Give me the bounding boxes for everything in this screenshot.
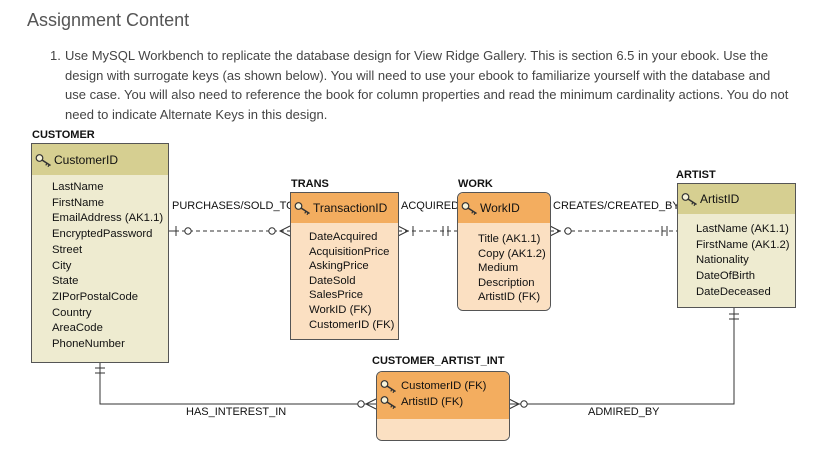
entity-customer: CustomerID LastName FirstName EmailAddre… bbox=[31, 143, 169, 363]
entity-customer-artist-int: CustomerID (FK) ArtistID (FK) bbox=[376, 371, 510, 441]
attribute-item: FirstName (AK1.2) bbox=[696, 238, 790, 251]
attribute-item: DateSold bbox=[309, 274, 356, 287]
key-icon bbox=[35, 153, 53, 167]
attribute-list: Title (AK1.1) Copy (AK1.2) Medium Descri… bbox=[458, 223, 550, 310]
attribute-item: PhoneNumber bbox=[52, 338, 125, 351]
primary-key-label: WorkID bbox=[480, 201, 520, 215]
key-icon bbox=[461, 201, 479, 215]
key-icon bbox=[681, 192, 699, 206]
relationship-purchases-sold-to: PURCHASES/SOLD_TO bbox=[172, 200, 295, 212]
entity-header: CustomerID (FK) ArtistID (FK) bbox=[377, 372, 509, 420]
attribute-item: Nationality bbox=[696, 254, 749, 267]
instruction-item: 1. Use MySQL Workbench to replicate the … bbox=[50, 46, 790, 124]
entity-name-customer-artist-int: CUSTOMER_ARTIST_INT bbox=[372, 355, 505, 367]
page-heading: Assignment Content bbox=[27, 10, 190, 30]
attribute-item: LastName bbox=[52, 181, 104, 193]
entity-header: WorkID bbox=[458, 193, 550, 224]
relationship-acquired: ACQUIRED bbox=[401, 200, 460, 212]
primary-key-label: TransactionID bbox=[313, 201, 388, 215]
entity-header: TransactionID bbox=[291, 193, 398, 224]
attribute-item: Country bbox=[52, 306, 92, 319]
attribute-item: ZIPorPostalCode bbox=[52, 290, 139, 303]
attribute-item: EmailAddress (AK1.1) bbox=[52, 212, 164, 225]
primary-key-label: ArtistID (FK) bbox=[401, 396, 464, 408]
has-interest-line bbox=[99, 362, 376, 405]
relationship-creates-created-by: CREATES/CREATED_BY bbox=[553, 200, 680, 212]
attribute-item: Street bbox=[52, 243, 83, 256]
entity-header: CustomerID bbox=[32, 144, 168, 176]
key-icon bbox=[380, 379, 398, 393]
primary-key-label: CustomerID bbox=[54, 152, 119, 167]
attribute-item: AskingPrice bbox=[309, 260, 369, 273]
entity-name-trans: TRANS bbox=[291, 178, 329, 190]
key-icon bbox=[294, 201, 312, 215]
relationship-admired-by: ADMIRED_BY bbox=[588, 406, 660, 418]
attribute-item: Title (AK1.1) bbox=[478, 233, 541, 245]
attribute-item: DateDeceased bbox=[696, 285, 771, 298]
attribute-item: State bbox=[52, 275, 79, 288]
attribute-item: ArtistID (FK) bbox=[478, 291, 541, 304]
entity-trans: TransactionID DateAcquired AcquisitionPr… bbox=[290, 192, 399, 340]
entity-name-work: WORK bbox=[458, 178, 493, 190]
attribute-list: LastName (AK1.1) FirstName (AK1.2) Natio… bbox=[678, 214, 795, 307]
attribute-item: FirstName bbox=[52, 196, 105, 209]
attribute-item: LastName (AK1.1) bbox=[696, 223, 789, 235]
attribute-list: DateAcquired AcquisitionPrice AskingPric… bbox=[291, 223, 398, 339]
attribute-item: SalesPrice bbox=[309, 289, 363, 302]
attribute-item: AcquisitionPrice bbox=[309, 245, 390, 258]
entity-work: WorkID Title (AK1.1) Copy (AK1.2) Medium… bbox=[457, 192, 551, 311]
entity-header: ArtistID bbox=[678, 184, 795, 215]
attribute-item: City bbox=[52, 259, 72, 272]
attribute-item: Medium bbox=[478, 262, 519, 275]
key-icon bbox=[380, 395, 398, 409]
attribute-item: EncryptedPassword bbox=[52, 228, 153, 241]
instruction-number: 1. bbox=[50, 48, 61, 63]
attribute-list: LastName FirstName EmailAddress (AK1.1) … bbox=[32, 175, 168, 362]
primary-key-label: CustomerID (FK) bbox=[401, 380, 487, 392]
relationship-has-interest-in: HAS_INTEREST_IN bbox=[186, 406, 287, 418]
attribute-item: WorkID (FK) bbox=[309, 303, 372, 316]
attribute-item: Copy (AK1.2) bbox=[478, 247, 546, 260]
primary-key-label: ArtistID bbox=[700, 192, 740, 206]
admired-by-line bbox=[509, 308, 735, 405]
attribute-item: CustomerID (FK) bbox=[309, 318, 395, 331]
entity-name-artist: ARTIST bbox=[676, 169, 716, 181]
attribute-list bbox=[377, 419, 509, 440]
attribute-item: Description bbox=[478, 276, 535, 289]
attribute-item: DateOfBirth bbox=[696, 270, 756, 283]
entity-artist: ArtistID LastName (AK1.1) FirstName (AK1… bbox=[677, 183, 796, 308]
attribute-item: AreaCode bbox=[52, 322, 103, 335]
instruction-text: Use MySQL Workbench to replicate the dat… bbox=[65, 48, 789, 122]
attribute-item: DateAcquired bbox=[309, 231, 378, 243]
entity-name-customer: CUSTOMER bbox=[32, 129, 95, 141]
